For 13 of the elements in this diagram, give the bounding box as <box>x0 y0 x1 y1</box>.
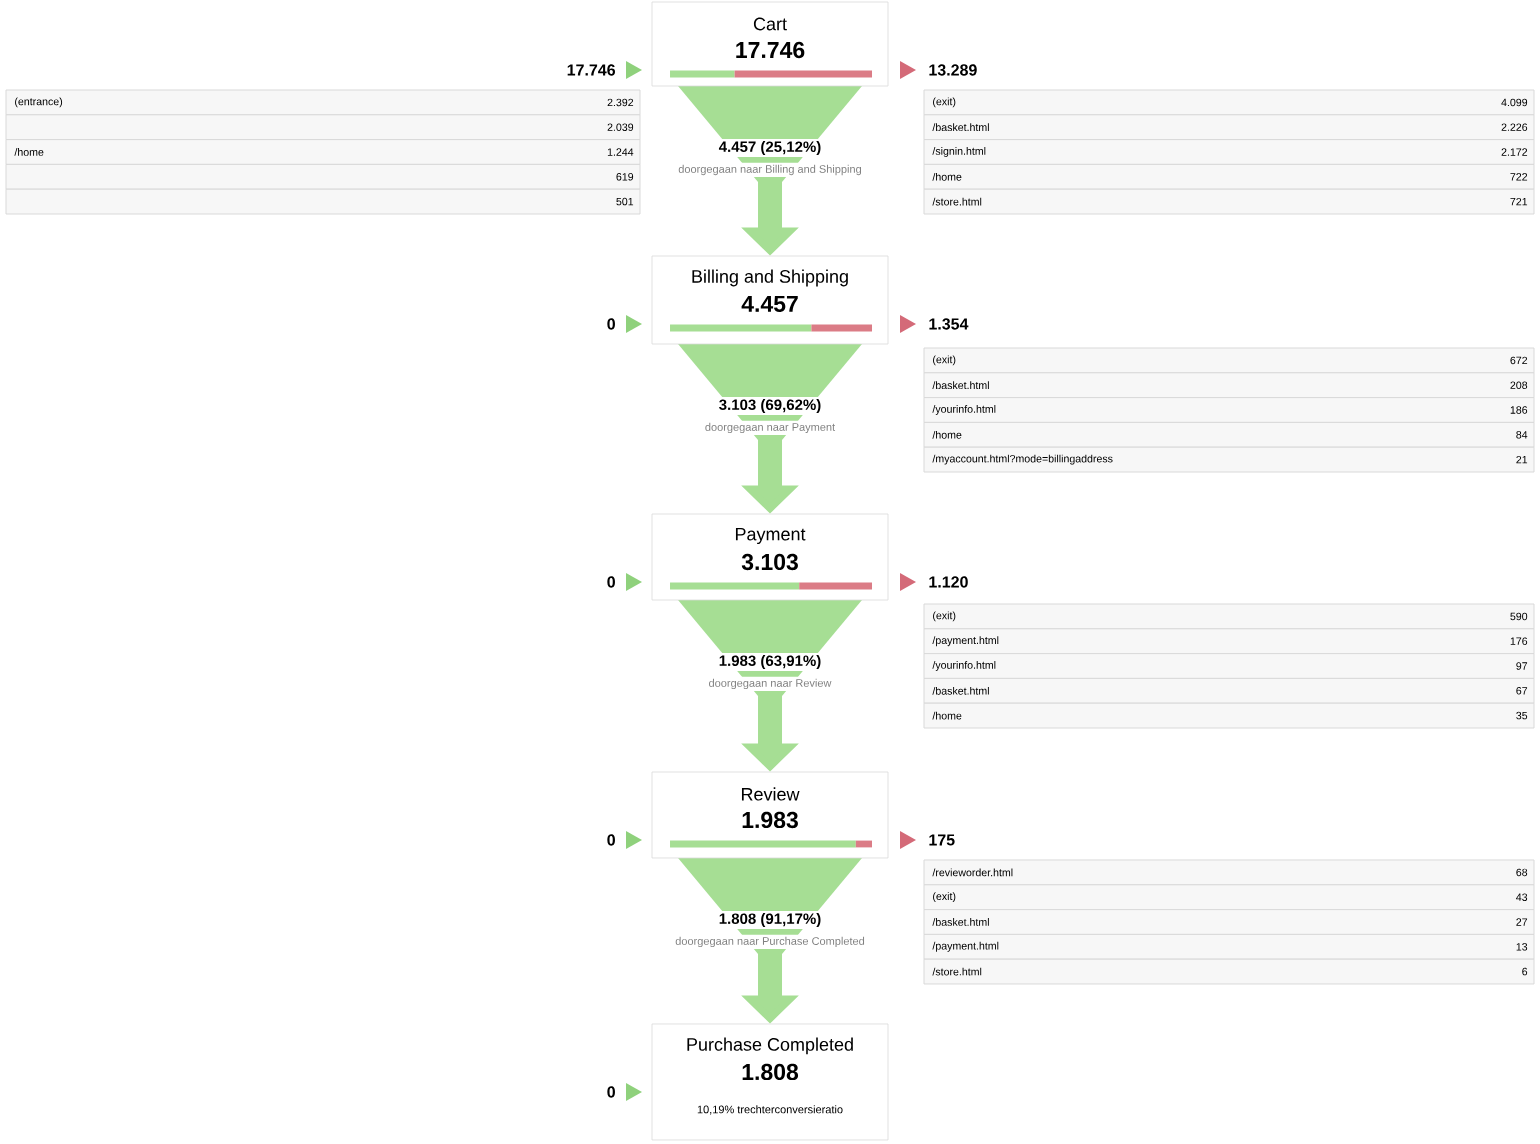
entrance-count: 0 <box>607 1083 642 1101</box>
step-box: Billing and Shipping 4.457 <box>651 255 889 345</box>
exit-count: 13.289 <box>900 61 977 79</box>
entrance-count: 0 <box>607 315 642 333</box>
entrance-count: 17.746 <box>567 61 642 79</box>
step-box: Cart 17.746 <box>651 1 889 87</box>
entrance-count: 0 <box>607 573 642 591</box>
exit-count: 175 <box>900 831 955 849</box>
entrance-count: 0 <box>607 831 642 849</box>
exit-count: 1.120 <box>900 573 968 591</box>
step-box: Payment 3.103 <box>651 513 889 601</box>
step-box: Review 1.983 <box>651 771 889 859</box>
exit-count: 1.354 <box>900 315 969 333</box>
